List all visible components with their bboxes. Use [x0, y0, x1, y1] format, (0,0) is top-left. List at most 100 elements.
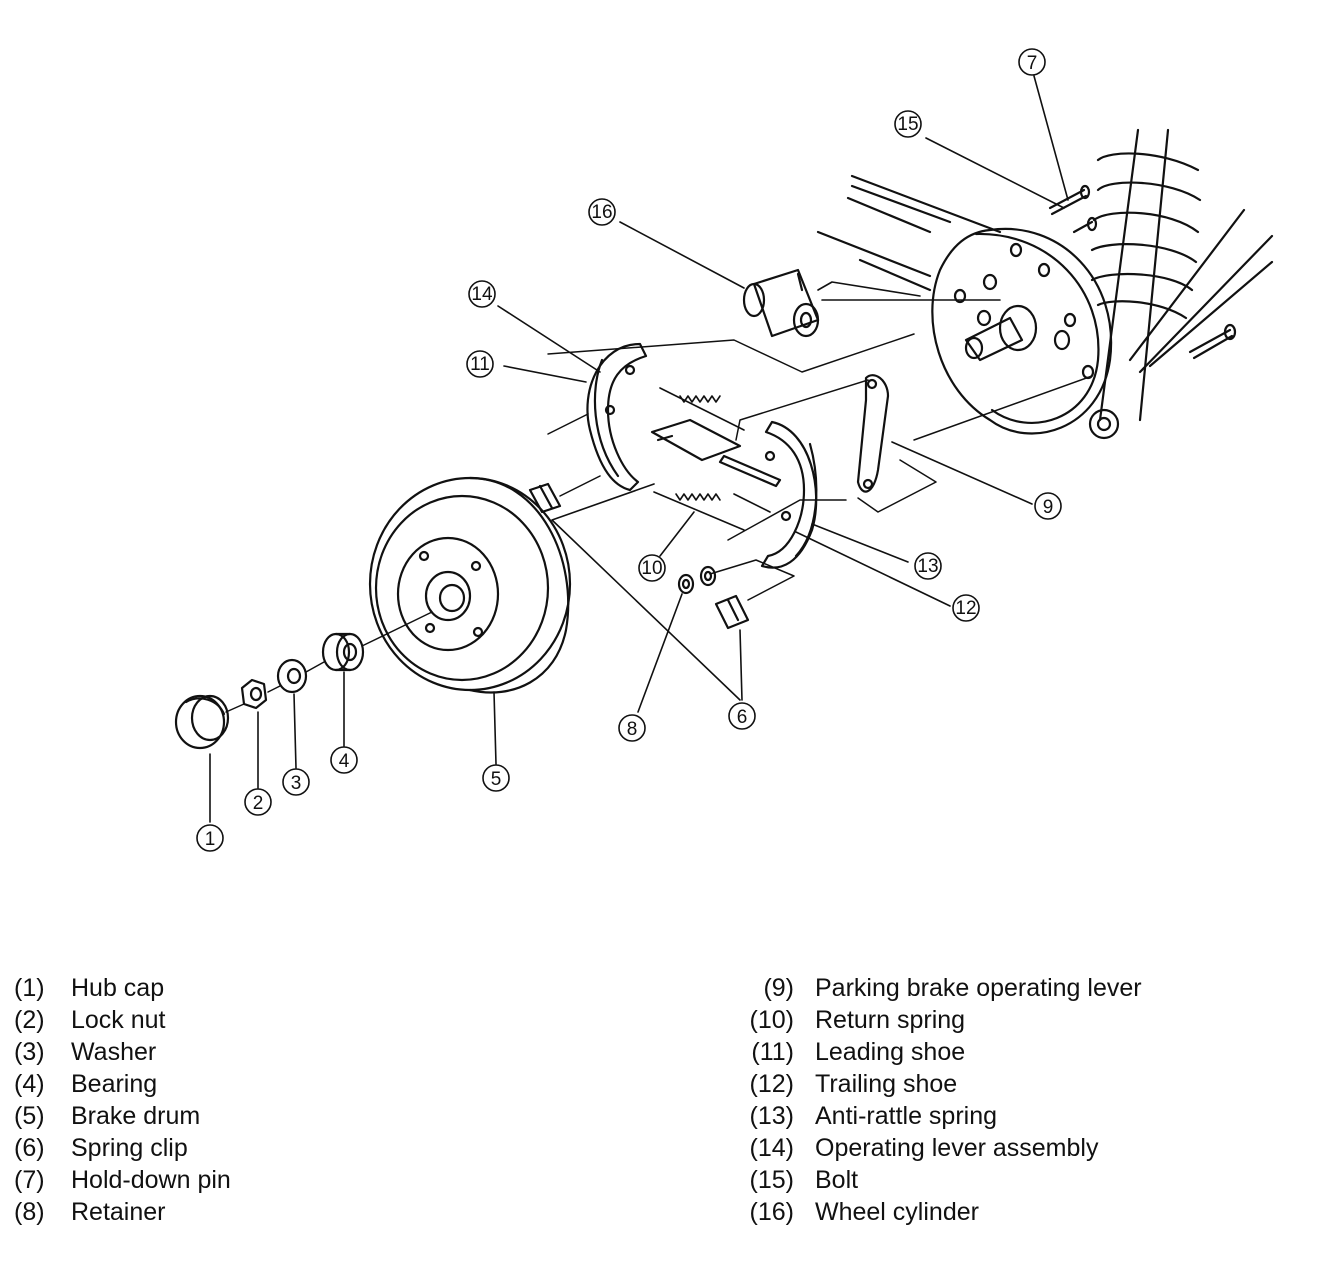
brake-drum-drawing: [368, 476, 572, 694]
legend-label: Lock nut: [71, 1006, 166, 1034]
legend-number: (8): [14, 1198, 45, 1226]
brake-assembly-exploded-view: 1 2 3 4 5 6 7 8: [174, 48, 1274, 852]
callout-labels: 1 2 3 4 5 6 7 8: [196, 48, 1062, 852]
parking-brake-lever-drawing: [856, 374, 890, 493]
legend-number: (4): [14, 1070, 45, 1098]
washer-drawing: [276, 658, 308, 694]
callout-13: 13: [914, 552, 942, 580]
legend-item-9: (9) Parking brake operating lever: [738, 972, 1142, 1004]
svg-text:5: 5: [491, 769, 502, 790]
callout-16: 16: [588, 198, 616, 226]
assembly-lines: [225, 333, 1093, 713]
legend-item-12: (12) Trailing shoe: [738, 1068, 1142, 1100]
svg-text:9: 9: [1043, 497, 1054, 518]
svg-text:8: 8: [627, 719, 638, 740]
legend-item-16: (16) Wheel cylinder: [738, 1196, 1142, 1228]
legend-number: (11): [751, 1038, 794, 1066]
legend-number: (2): [14, 1006, 45, 1034]
brake-shoe-trailing-drawing: [760, 420, 818, 569]
spring-clip-drawing: [528, 482, 750, 630]
legend-item-8: (8) Retainer: [14, 1196, 231, 1228]
callout-14: 14: [468, 280, 496, 308]
legend-label: Bolt: [815, 1166, 859, 1194]
legend-number: (13): [749, 1102, 794, 1130]
legend-label: Washer: [71, 1038, 157, 1066]
callout-10: 10: [638, 554, 666, 582]
legend-item-13: (13) Anti-rattle spring: [738, 1100, 1142, 1132]
svg-text:6: 6: [737, 707, 748, 728]
svg-text:13: 13: [917, 556, 938, 577]
legend-number: (12): [749, 1070, 794, 1098]
legend-number: (15): [749, 1166, 794, 1194]
legend-item-14: (14) Operating lever assembly: [738, 1132, 1142, 1164]
lock-nut-drawing: [240, 678, 268, 710]
svg-text:7: 7: [1027, 53, 1038, 74]
legend-label: Brake drum: [71, 1102, 201, 1130]
callout-5: 5: [482, 764, 510, 792]
legend-label: Parking brake operating lever: [815, 974, 1142, 1002]
svg-text:16: 16: [591, 202, 612, 223]
legend-number: (3): [14, 1038, 45, 1066]
callout-8: 8: [618, 714, 646, 742]
legend-item-10: (10) Return spring: [738, 1004, 1142, 1036]
callout-11: 11: [466, 350, 494, 378]
legend-number: (5): [14, 1102, 45, 1130]
svg-text:2: 2: [253, 793, 264, 814]
parts-legend-right: (9) Parking brake operating lever (10) Ret…: [738, 972, 1142, 1228]
bearing-drawing: [321, 632, 365, 672]
svg-text:4: 4: [339, 751, 350, 772]
legend-label: Retainer: [71, 1198, 166, 1226]
legend-label: Operating lever assembly: [815, 1134, 1099, 1162]
backing-plate-drawing: [931, 184, 1113, 435]
suspension-strut-drawing: [816, 128, 1274, 440]
legend-number: (10): [749, 1006, 794, 1034]
legend-item-4: (4) Bearing: [14, 1068, 231, 1100]
legend-label: Return spring: [815, 1006, 966, 1034]
legend-label: Hub cap: [71, 974, 165, 1002]
callout-3: 3: [282, 768, 310, 796]
callout-6: 6: [728, 702, 756, 730]
legend-label: Anti-rattle spring: [815, 1102, 998, 1130]
callout-1: 1: [196, 824, 224, 852]
legend-number: (14): [749, 1134, 794, 1162]
callout-2: 2: [244, 788, 272, 816]
legend-number: (1): [14, 974, 45, 1002]
callout-12: 12: [952, 594, 980, 622]
legend-label: Spring clip: [71, 1134, 188, 1162]
retainer-drawing: [677, 565, 717, 595]
parts-legend-left: (1) Hub cap (2) Lock nut (3) Washer (4) Bear…: [14, 972, 231, 1228]
svg-text:11: 11: [470, 354, 490, 375]
callout-15: 15: [894, 110, 922, 138]
callout-7: 7: [1018, 48, 1046, 76]
brake-shoe-leading-drawing: [586, 342, 648, 492]
svg-text:10: 10: [641, 558, 662, 579]
svg-text:14: 14: [471, 284, 493, 305]
legend-number: (16): [749, 1198, 794, 1226]
svg-text:12: 12: [955, 598, 976, 619]
legend-number: (6): [14, 1134, 45, 1162]
leader-lines: [209, 75, 1069, 823]
legend-item-6: (6) Spring clip: [14, 1132, 231, 1164]
legend-item-3: (3) Washer: [14, 1036, 231, 1068]
return-spring-drawing: [653, 387, 771, 531]
legend-number: (7): [14, 1166, 45, 1194]
legend-item-2: (2) Lock nut: [14, 1004, 231, 1036]
legend-item-15: (15) Bolt: [738, 1164, 1142, 1196]
legend-label: Wheel cylinder: [815, 1198, 979, 1226]
legend-item-11: (11) Leading shoe: [738, 1036, 1142, 1068]
operating-lever-assembly-drawing: [650, 418, 782, 488]
wheel-cylinder-drawing: [742, 268, 1001, 338]
svg-text:3: 3: [291, 773, 302, 794]
callout-4: 4: [330, 746, 358, 774]
legend-label: Trailing shoe: [815, 1070, 958, 1098]
legend-label: Hold-down pin: [71, 1166, 231, 1194]
hub-cap-drawing: [174, 694, 230, 750]
legend-number: (9): [763, 974, 794, 1002]
legend-label: Bearing: [71, 1070, 158, 1098]
legend-item-7: (7) Hold-down pin: [14, 1164, 231, 1196]
legend-label: Leading shoe: [815, 1038, 966, 1066]
legend-item-1: (1) Hub cap: [14, 972, 231, 1004]
callout-9: 9: [1034, 492, 1062, 520]
svg-text:1: 1: [205, 829, 216, 850]
svg-text:15: 15: [897, 114, 918, 135]
